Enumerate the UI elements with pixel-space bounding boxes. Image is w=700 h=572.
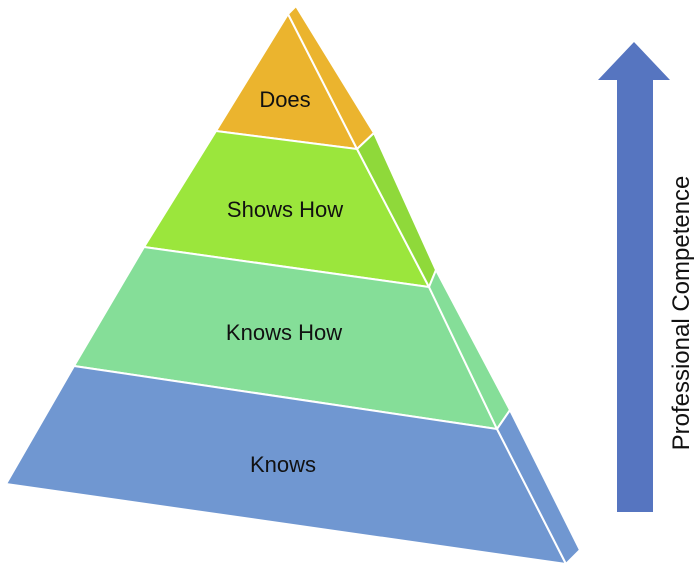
pyramid-level-shows-how: Shows How — [142, 129, 438, 290]
level-knows-side — [495, 408, 582, 566]
level-knows-label: Knows — [250, 452, 316, 477]
pyramid-level-knows: Knows — [4, 364, 582, 566]
level-shows-how-label: Shows How — [227, 197, 343, 222]
pyramid-level-does: Does — [214, 4, 376, 151]
competence-axis-label: Professional Competence — [668, 176, 695, 451]
level-does-label: Does — [259, 87, 310, 112]
level-knows-how-label: Knows How — [226, 320, 342, 345]
up-arrow-icon — [598, 42, 670, 512]
competence-axis: Professional Competence — [598, 42, 695, 512]
